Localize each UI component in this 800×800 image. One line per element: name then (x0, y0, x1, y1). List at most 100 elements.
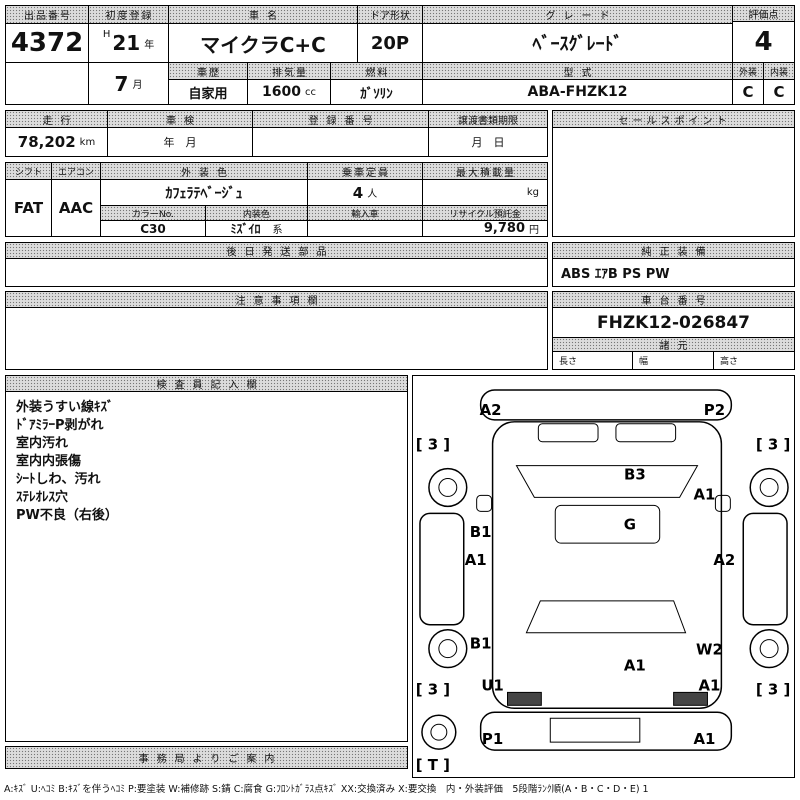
damage-marker: A1 (465, 551, 487, 569)
transfer-deadline-value: 月 日 (428, 127, 548, 157)
first-registration-header: 初度登録 (88, 5, 169, 24)
displacement-value: 1600 cc (247, 79, 331, 105)
inspector-notes: 外装うすい線ｷｽﾞﾄﾞｱﾐﾗｰP剥がれ室内汚れ室内内張傷ｼｰﾄしわ、汚れｽﾃﾚｵ… (5, 391, 408, 742)
shift-header: シフト (5, 162, 52, 180)
capacity-number: 4 (352, 183, 364, 202)
damage-marker: [ 3 ] (416, 680, 450, 698)
auction-no-value: 4372 (5, 23, 89, 63)
rear-bumper-shape (479, 711, 733, 751)
sales-point-header: セールスポイント (552, 110, 795, 128)
fuel-value: ｶﾞｿﾘﾝ (330, 79, 423, 105)
color-no-value: C30 (100, 220, 206, 237)
damage-marker: A1 (694, 730, 716, 748)
year-suffix: 年 (144, 39, 155, 51)
wheel-rear-left-hub-shape (438, 639, 458, 659)
damage-marker: [ 3 ] (756, 680, 790, 698)
shift-value: FAT (5, 179, 52, 237)
max-load-value: kg (422, 179, 548, 206)
era-letter: H (102, 29, 111, 40)
wheel-front-left-shape (428, 467, 468, 508)
damage-marker: A1 (624, 657, 646, 675)
model-code-header: 型式 (422, 62, 733, 80)
spec-header: 諸元 (552, 337, 795, 352)
wheel-front-right-hub-shape (759, 478, 779, 497)
damage-marker: G (624, 515, 636, 533)
rear-window-shape (525, 600, 687, 634)
car-name-header: 車名 (168, 5, 358, 24)
displacement-header: 排気量 (247, 62, 331, 80)
genuine-equipment-header: 純正装備 (552, 242, 795, 259)
reg-month: 7 (114, 71, 129, 96)
recycle-unit: 円 (529, 225, 539, 236)
exterior-score-header: 外装 (732, 62, 764, 80)
damage-marker: P1 (482, 730, 503, 748)
legend-text: A:ｷｽﾞ U:ﾍｺﾐ B:ｷｽﾞを伴うﾍｺﾐ P:要塗装 W:補修跡 S:錆 … (4, 784, 649, 795)
aircon-header: エアコン (51, 162, 101, 180)
chassis-no-value: FHZK12-026847 (552, 307, 795, 338)
inspector-note: 室内汚れ (16, 436, 69, 451)
inspector-note: 外装うすい線ｷｽﾞ (16, 400, 114, 415)
first-registration-year: H 21 年 (88, 23, 169, 63)
auction-no-header: 出品番号 (5, 5, 89, 24)
exterior-color-value: ｶﾌｪﾗﾃﾍﾞｰｼﾞｭ (100, 179, 308, 206)
displacement-number: 1600 (262, 84, 301, 100)
damage-marker: P2 (704, 401, 725, 419)
damage-marker: B1 (470, 523, 492, 541)
max-load-unit: kg (526, 187, 539, 198)
damage-marker: A2 (713, 551, 735, 569)
damage-marker: U1 (481, 676, 503, 694)
door-shape-header: ドア形状 (357, 5, 423, 24)
recycle-deposit-header: リサイクル預託金 (422, 205, 548, 221)
later-parts-content (5, 258, 548, 287)
recycle-amount: 9,780 (483, 221, 525, 236)
car-name-value: マイクラC+C (168, 23, 358, 63)
inspection-header: 車検 (107, 110, 253, 128)
spare-tire-shape (421, 714, 457, 750)
damage-marker: B3 (624, 466, 646, 484)
spec-height-cell: 高さ (713, 351, 795, 370)
fuel-header: 燃料 (330, 62, 423, 80)
transfer-deadline-header: 譲渡書類期限 (428, 110, 548, 128)
spec-width-cell: 幅 (632, 351, 714, 370)
capacity-value: 4 人 (307, 179, 423, 206)
interior-color-header: 内装色 (205, 205, 308, 221)
left-side-panel-shape (419, 512, 465, 626)
month-suffix: 月 (132, 80, 143, 91)
model-code-value: ABA-FHZK12 (422, 79, 733, 105)
capacity-unit: 人 (367, 189, 378, 200)
mileage-unit: km (79, 136, 96, 148)
wheel-rear-right-shape (749, 628, 789, 669)
spec-length-cell: 長さ (552, 351, 633, 370)
inspector-note: ｽﾃﾚｵﾚｽ穴 (16, 490, 69, 505)
capacity-header: 乗車定員 (307, 162, 423, 180)
mirror-right-shape (714, 494, 731, 512)
interior-score-value: C (763, 79, 795, 105)
wheel-rear-left-shape (428, 628, 468, 669)
recycle-deposit-value: 9,780 円 (422, 220, 548, 237)
exterior-score-value: C (732, 79, 764, 105)
front-bumper-shape (479, 389, 733, 421)
inspection-value: 年 月 (107, 127, 253, 157)
displacement-unit: cc (304, 86, 316, 98)
damage-marker: W2 (696, 641, 723, 659)
inspector-note: ｼｰﾄしわ、汚れ (16, 472, 101, 487)
score-value: 4 (732, 21, 795, 63)
inspector-note: ﾄﾞｱﾐﾗｰP剥がれ (16, 418, 104, 433)
sunroof-shape (554, 504, 661, 544)
caution-notes-content (5, 307, 548, 370)
reg-year: 21 (112, 31, 141, 55)
inspector-notes-header: 検査員記入欄 (5, 375, 408, 392)
wheel-front-left-hub-shape (438, 478, 458, 497)
interior-color-name: ﾐｽﾞｲﾛ (230, 222, 261, 236)
damage-marker: A1 (698, 676, 720, 694)
later-parts-header: 後日発送部品 (5, 242, 548, 259)
import-value (307, 220, 423, 237)
wheel-front-right-shape (749, 467, 789, 508)
spare-tire-hub-shape (430, 723, 448, 741)
wheel-rear-right-hub-shape (759, 639, 779, 659)
damage-marker: A2 (480, 401, 502, 419)
damage-marker: B1 (470, 635, 492, 653)
mileage-value: 78,202 km (5, 127, 108, 157)
grade-header: グレード (422, 5, 733, 24)
